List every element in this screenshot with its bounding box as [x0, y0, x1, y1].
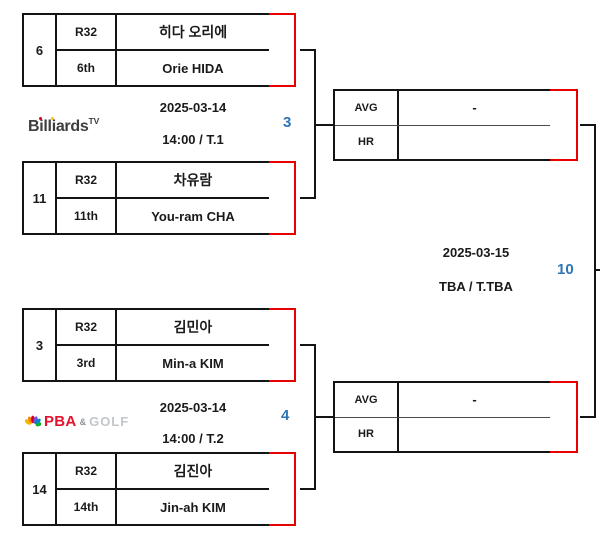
player-name-local: 차유람 — [173, 172, 213, 188]
ampersand: & — [79, 416, 87, 427]
player-name-local: 김진아 — [173, 463, 213, 479]
bracket-line — [300, 49, 316, 51]
player-name-en: Jin-ah KIM — [160, 499, 226, 515]
bracket-line — [300, 344, 316, 346]
bracket-line — [300, 197, 316, 199]
bracket-line — [314, 49, 316, 199]
seed-number: 11 — [24, 163, 57, 233]
bracket-line — [580, 416, 596, 418]
billiards-yellow-dot-icon — [51, 117, 55, 121]
player-name-en: Orie HIDA — [162, 60, 224, 76]
hr-value — [399, 418, 550, 452]
player-name-local: 김민아 — [173, 319, 213, 335]
match-date: 2025-03-15 — [442, 245, 510, 260]
stats-table-semifinal-top: AVG - HR — [333, 89, 578, 161]
match-date: 2025-03-14 — [159, 100, 227, 115]
avg-value: - — [472, 100, 477, 116]
hr-label: HR — [335, 417, 399, 451]
tv-superscript: TV — [88, 116, 100, 126]
bracket-line — [300, 488, 316, 490]
seed-number: 3 — [24, 310, 57, 380]
player-box-match4-p1: 3 R32 김민아 3rd Min-a KIM — [22, 308, 296, 382]
bracket-line — [580, 124, 596, 126]
bracket-line — [314, 344, 316, 490]
peacock-icon — [25, 415, 41, 426]
bracket-line — [316, 124, 333, 126]
round-label: R32 — [57, 163, 117, 197]
player-box-match3-p2: 11 R32 차유람 11th You-ram CHA — [22, 161, 296, 235]
rank-label: 6th — [57, 51, 117, 85]
hr-value — [399, 126, 550, 160]
match-date: 2025-03-14 — [159, 400, 227, 415]
match-info-final: 2025-03-15 TBA / T.TBA — [386, 245, 566, 294]
billiards-wordmark: Billiards — [28, 118, 89, 135]
player-name-en: You-ram CHA — [151, 208, 235, 224]
avg-label: AVG — [335, 91, 399, 125]
player-name-local: 히다 오리에 — [158, 24, 228, 40]
score-box — [269, 452, 296, 526]
player-name-en: Min-a KIM — [162, 355, 224, 371]
player-box-match3-p1: 6 R32 히다 오리에 6th Orie HIDA — [22, 13, 296, 87]
broadcaster-logo-pba-golf: PBA & GOLF — [25, 413, 129, 430]
avg-label: AVG — [335, 383, 399, 417]
rank-label: 11th — [57, 199, 117, 233]
score-box — [269, 161, 296, 235]
rank-label: 14th — [57, 490, 117, 524]
golf-wordmark: GOLF — [89, 414, 130, 429]
seed-number: 14 — [24, 454, 57, 524]
score-box — [550, 89, 578, 161]
score-box — [269, 13, 296, 87]
pba-wordmark: PBA — [44, 413, 77, 430]
bracket-line — [594, 124, 596, 418]
rank-label: 3rd — [57, 346, 117, 380]
billiards-red-dot-icon — [39, 117, 43, 121]
bracket-line — [596, 269, 600, 271]
match-time-table: 14:00 / T.1 — [162, 132, 224, 147]
match-time-table: 14:00 / T.2 — [162, 431, 224, 446]
bracket-line — [316, 416, 333, 418]
round-label: R32 — [57, 454, 117, 488]
score-box — [269, 308, 296, 382]
match-time-table: TBA / T.TBA — [439, 279, 513, 294]
avg-value: - — [472, 392, 477, 408]
match-info-match3: 2025-03-14 14:00 / T.1 — [115, 100, 271, 147]
match-number: 10 — [557, 261, 574, 278]
score-box — [550, 381, 578, 453]
round-label: R32 — [57, 15, 117, 49]
hr-label: HR — [335, 125, 399, 159]
round-label: R32 — [57, 310, 117, 344]
match-number: 4 — [281, 407, 290, 424]
player-box-match4-p2: 14 R32 김진아 14th Jin-ah KIM — [22, 452, 296, 526]
broadcaster-logo-billiards-tv: BilliardsTV — [28, 116, 99, 136]
match-number: 3 — [283, 114, 292, 131]
seed-number: 6 — [24, 15, 57, 85]
stats-table-semifinal-bottom: AVG - HR — [333, 381, 578, 453]
match-info-match4: 2025-03-14 14:00 / T.2 — [115, 400, 271, 446]
